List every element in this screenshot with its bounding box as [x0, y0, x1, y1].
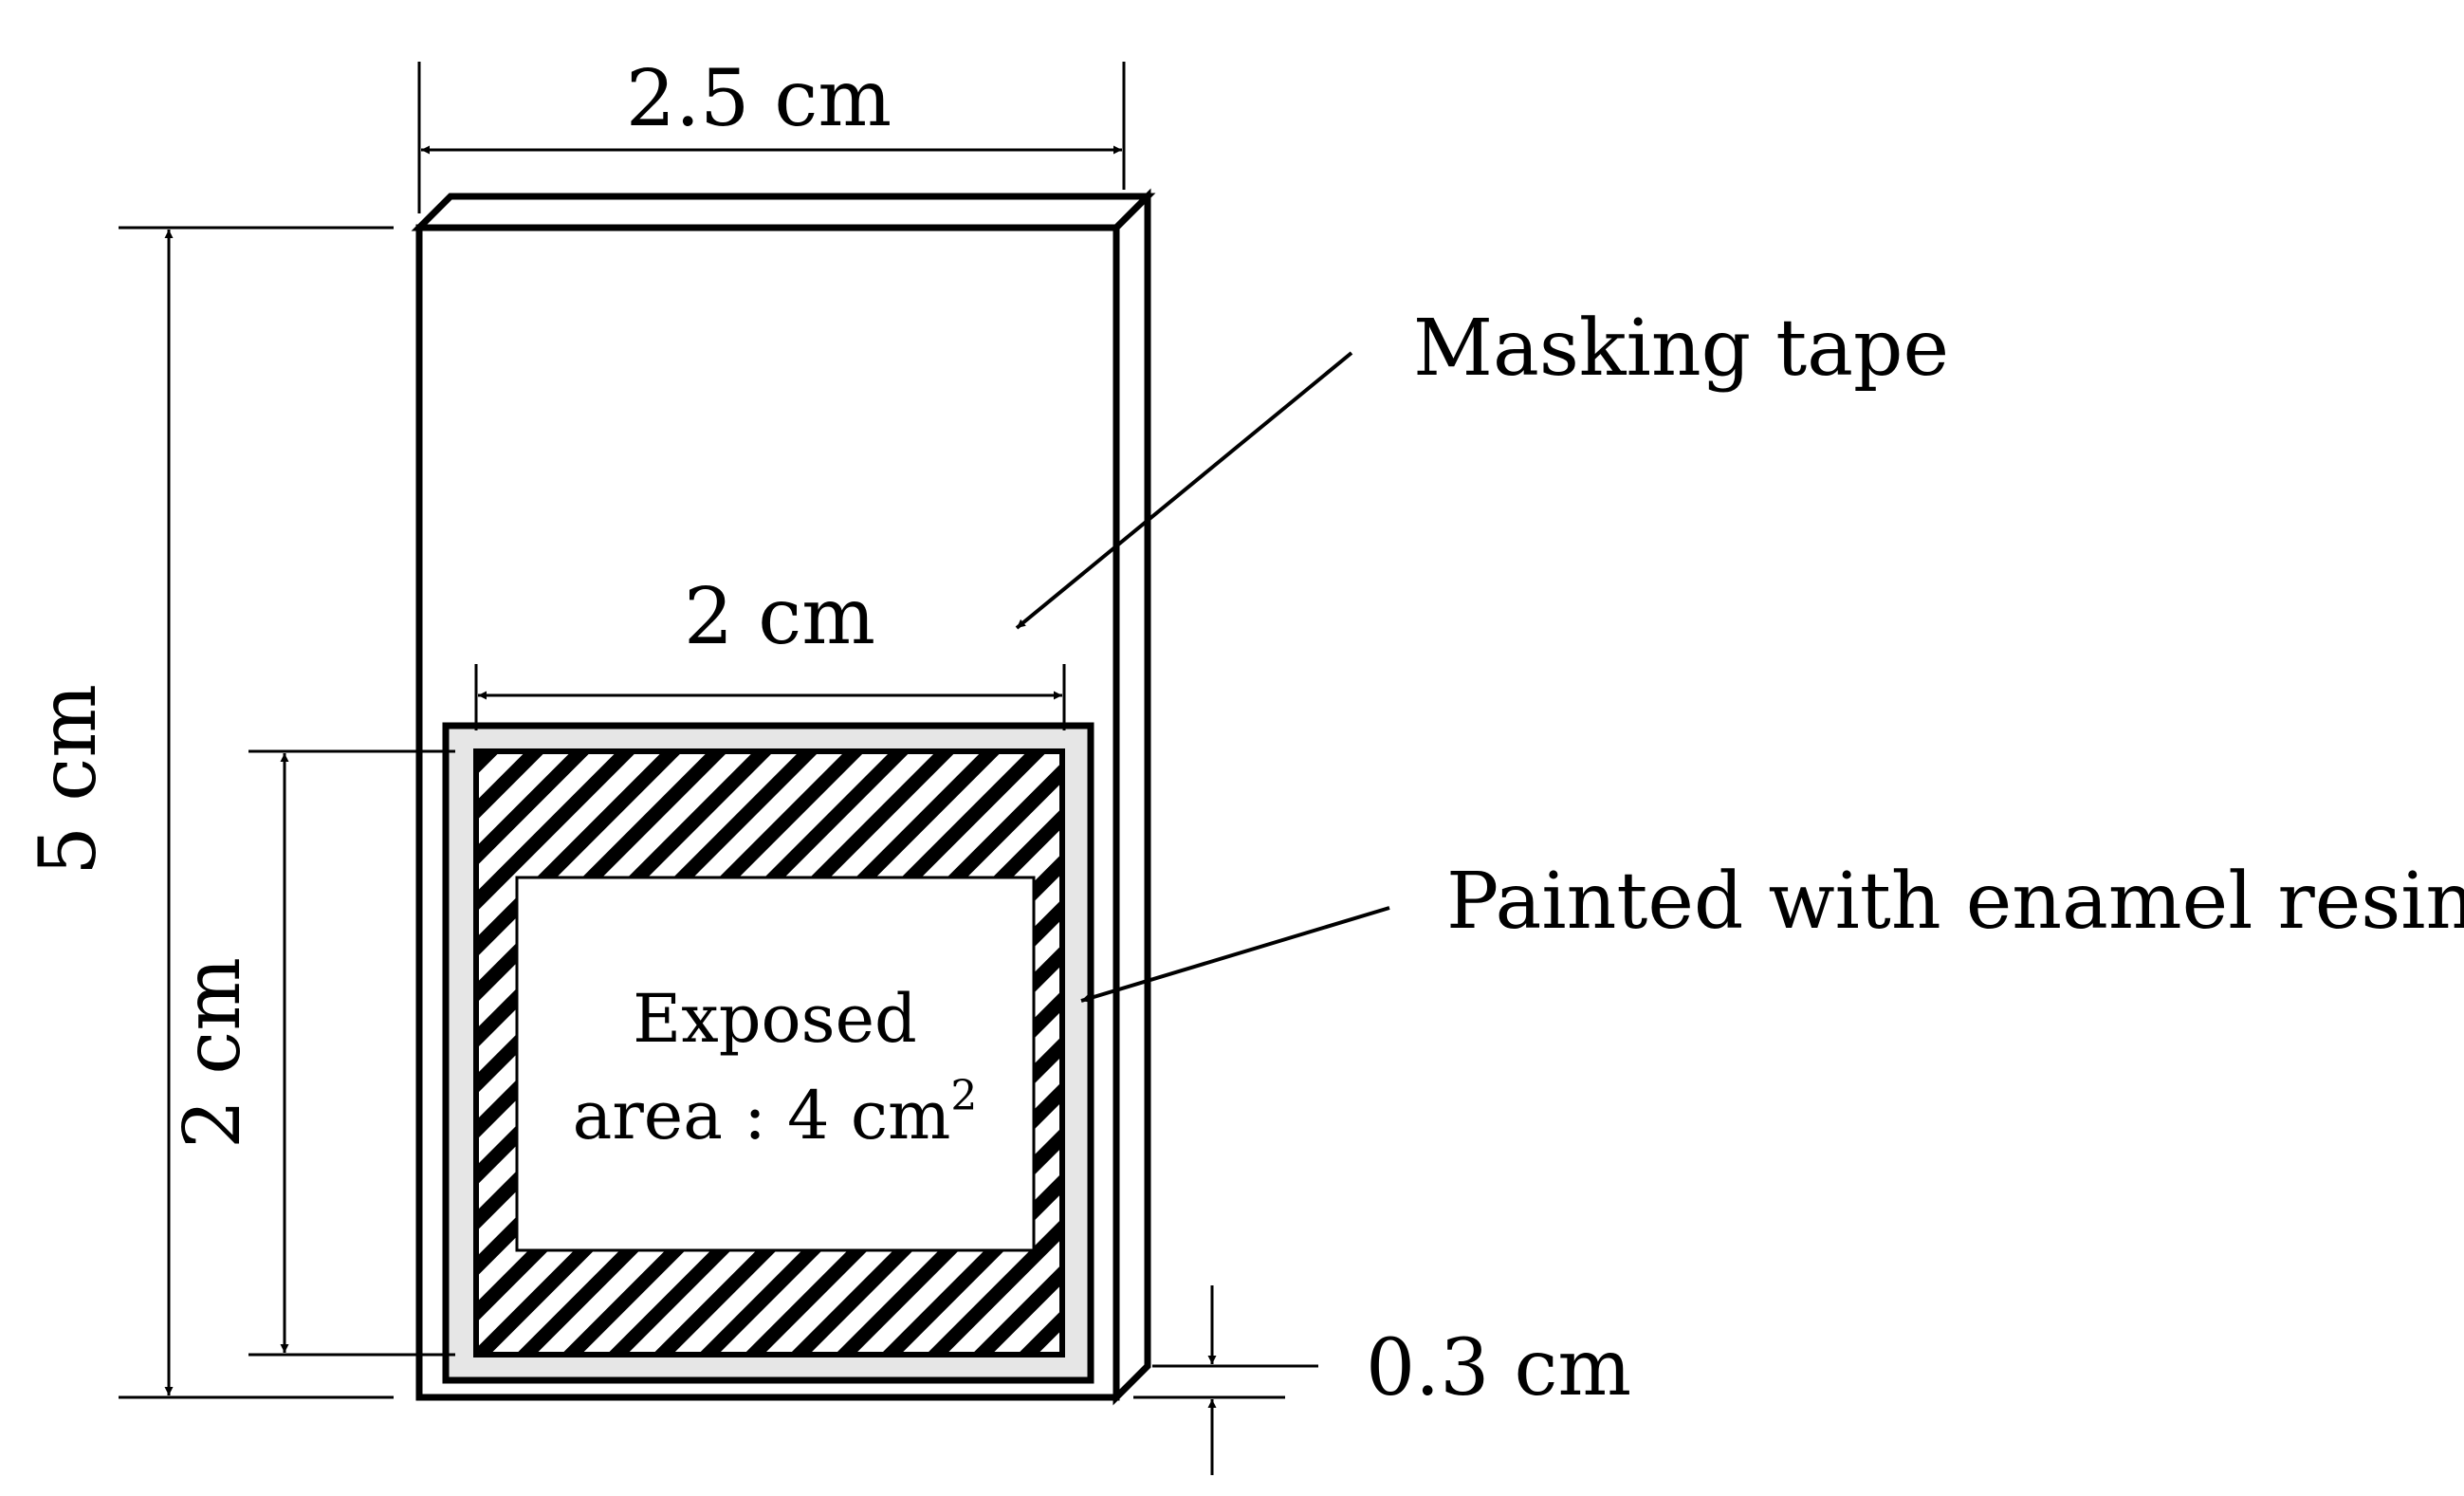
- exposed-area-value: area : 4 cm: [573, 1077, 951, 1154]
- dimension-arrows: [164, 145, 1217, 1475]
- leader-arrows: [1015, 351, 1390, 1003]
- inner-width-label: 2 cm: [684, 572, 875, 662]
- exposed-label-line1: Exposed: [633, 980, 917, 1058]
- masking-tape-leader: [1015, 351, 1353, 630]
- inner-height-label: 2 cm: [168, 957, 258, 1149]
- exposed-area-superscript: 2: [950, 1072, 977, 1120]
- exposed-area: [515, 876, 1036, 1252]
- thickness-label: 0.3 cm: [1366, 1323, 1631, 1413]
- masking-tape-label: Masking tape: [1413, 304, 1949, 394]
- extension-lines: [119, 62, 1318, 1399]
- plate-top-face: [411, 193, 1156, 231]
- exposed-label-line2: area : 4 cm2: [573, 1072, 978, 1154]
- enamel-resin-leader: [1080, 906, 1390, 1003]
- height-label: 5 cm: [24, 684, 114, 876]
- painted-label: Painted with enamel resin: [1446, 857, 2464, 947]
- width-label: 2.5 cm: [626, 54, 892, 144]
- plate-side-face: [1112, 188, 1151, 1406]
